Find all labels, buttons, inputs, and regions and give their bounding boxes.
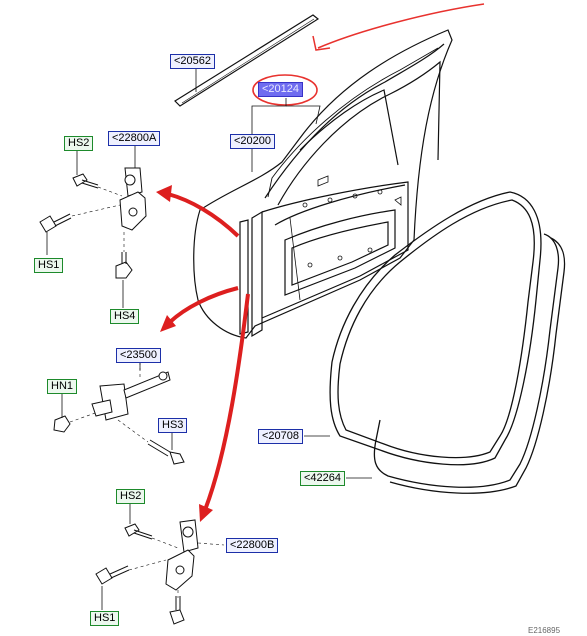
- upper-hinge-leader-lines: [71, 186, 125, 252]
- part-label-20562: <20562: [170, 54, 216, 69]
- part-label-20200: <20200: [230, 134, 276, 149]
- door-shell: [193, 29, 453, 339]
- fastener-label-hs1-bottom: HS1: [90, 611, 120, 626]
- door-weatherstrip-seal: [329, 191, 566, 494]
- upper-hinge-assembly: [39, 167, 147, 279]
- part-label-20708: <20708: [258, 429, 304, 444]
- lower-hinge-assembly: [95, 519, 199, 625]
- part-label-22800a: <22800A: [108, 131, 161, 146]
- red-arrowheads: [156, 185, 213, 522]
- red-pointer-arrows: [167, 192, 250, 511]
- part-label-42264: <42264: [300, 471, 346, 486]
- lower-hinge-leader-lines: [128, 537, 225, 598]
- part-label-20124: <20124: [258, 82, 304, 97]
- figure-reference-code: E216895: [528, 626, 561, 635]
- belt-moulding-strip: [174, 14, 320, 107]
- red-annotation-arrow: [312, 3, 485, 51]
- fastener-label-hs2-top: HS2: [64, 136, 94, 151]
- fastener-label-hs3: HS3: [158, 418, 188, 433]
- callout-leader-lines: [46, 68, 372, 610]
- door-check-strap: [53, 371, 185, 465]
- red-highlight-circle: [252, 74, 318, 106]
- fastener-label-hs4: HS4: [110, 309, 140, 324]
- fastener-label-hn1: HN1: [47, 379, 78, 394]
- part-label-22800b: <22800B: [226, 538, 279, 553]
- fastener-label-hs1-top: HS1: [34, 258, 64, 273]
- part-label-23500: <23500: [116, 348, 162, 363]
- fastener-label-hs2-bottom: HS2: [116, 489, 146, 504]
